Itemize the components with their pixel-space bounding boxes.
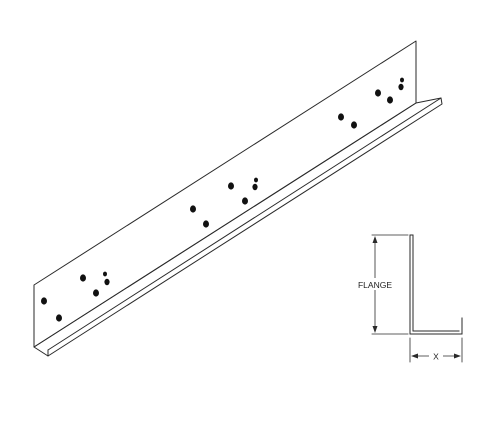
rail-leg <box>33 97 443 357</box>
hole <box>400 77 404 83</box>
hole <box>254 177 258 183</box>
rail-lip-fold <box>47 97 442 351</box>
x-arrow-right <box>454 353 461 359</box>
hole <box>203 220 209 228</box>
x-label-bg <box>429 350 443 362</box>
profile-detail <box>371 234 463 363</box>
hole <box>56 314 62 322</box>
hole <box>398 83 404 91</box>
x-arrow-left <box>411 353 418 359</box>
hole <box>190 205 196 213</box>
hole <box>338 113 344 121</box>
hole <box>351 121 357 129</box>
hole <box>103 271 107 277</box>
flange-arrow-top <box>372 236 378 243</box>
mounting-holes <box>41 77 404 322</box>
flange-label-bg <box>358 278 394 290</box>
hole <box>252 183 258 191</box>
hole <box>41 297 47 305</box>
profile-inner <box>412 234 460 332</box>
profile-outline <box>409 234 463 335</box>
hole <box>104 278 110 286</box>
hole <box>242 197 248 205</box>
hole <box>228 182 234 190</box>
flange-label: FLANGE <box>358 280 392 290</box>
hole <box>387 96 393 104</box>
flange-arrow-bottom <box>372 326 378 333</box>
hole <box>80 274 86 282</box>
rail-web <box>33 40 417 348</box>
x-label: X <box>433 352 439 362</box>
hole <box>93 289 99 297</box>
angle-rail <box>33 40 443 357</box>
hole <box>375 89 381 97</box>
